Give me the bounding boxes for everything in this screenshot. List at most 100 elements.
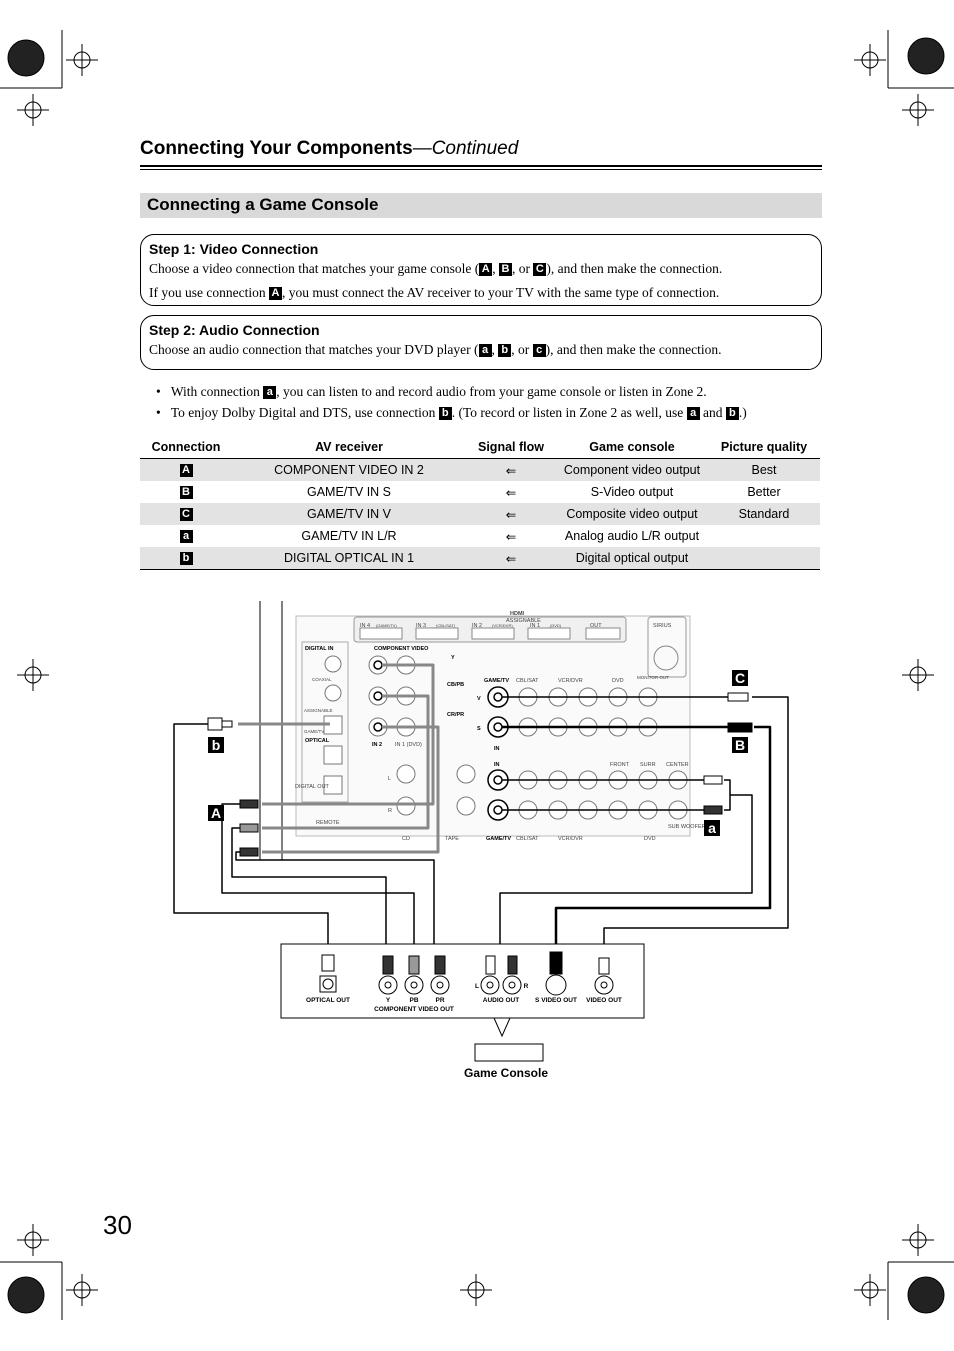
video-out-label: VIDEO OUT <box>586 997 622 1004</box>
hdmi-in2-sub: (VCR/DVR) <box>492 623 513 628</box>
s-label: S <box>477 726 481 732</box>
text: Choose a video connection that matches y… <box>149 261 480 276</box>
console-caption: Game Console <box>464 1066 548 1080</box>
table-row: b DIGITAL OPTICAL IN 1 ⇐ Digital optical… <box>140 547 820 570</box>
s-video-out-label: S VIDEO OUT <box>535 997 577 1004</box>
text: , <box>491 342 499 357</box>
cv-y-label: Y <box>386 997 391 1004</box>
text: , <box>492 261 500 276</box>
key-c: c <box>532 344 546 357</box>
optical-out-label: OPTICAL OUT <box>306 997 350 1004</box>
header-continued: —Continued <box>412 138 519 159</box>
connection-key: C <box>179 508 193 521</box>
connection-cell: A <box>140 458 232 481</box>
step1-line1: Choose a video connection that matches y… <box>149 261 722 277</box>
hdmi-in3-label: IN 3 <box>416 623 426 629</box>
hdmi-in1-sub: (DVD) <box>550 623 562 628</box>
text: With connection <box>170 384 264 399</box>
game-console-panel: OPTICAL OUT Y PB PR COMPONENT VIDEO OUT … <box>280 943 645 1080</box>
connection-table: Connection AV receiver Signal flow Game … <box>140 436 820 570</box>
key-a: a <box>686 407 700 420</box>
connection-key: B <box>179 486 193 499</box>
receiver-cell: DIGITAL OPTICAL IN 1 <box>232 547 466 570</box>
step2-line1: Choose an audio connection that matches … <box>149 342 721 358</box>
connection-cell: b <box>140 547 232 570</box>
column-header: Connection <box>140 436 232 459</box>
hdmi-in4-label: IN 4 <box>360 623 370 629</box>
cr-label: CR/PR <box>447 712 464 718</box>
header-title: Connecting Your Components <box>140 138 413 159</box>
signal-flow-cell: ⇐ <box>505 529 517 544</box>
tape-label: TAPE <box>445 836 459 842</box>
key-B: B <box>499 263 513 276</box>
receiver-cell: GAME/TV IN V <box>232 503 466 525</box>
component-video-out-label: COMPONENT VIDEO OUT <box>374 1006 454 1013</box>
dvd-bottom-label: DVD <box>644 836 656 842</box>
connection-key: A <box>179 464 193 477</box>
gametv-label: GAME/TV <box>484 678 509 684</box>
page-header: Connecting Your Components—Continued <box>140 138 518 160</box>
table-row: A COMPONENT VIDEO IN 2 ⇐ Component video… <box>140 458 820 481</box>
column-header: Picture quality <box>708 436 820 459</box>
hdmi-in3-sub: (CBL/SAT) <box>436 623 456 628</box>
text: and <box>699 405 726 420</box>
label-A: A <box>211 805 221 821</box>
label-C: C <box>735 670 745 686</box>
cables <box>173 663 789 962</box>
key-b: b <box>725 407 739 420</box>
text: , you must connect the AV receiver to yo… <box>281 285 720 300</box>
dvd-label: DVD <box>612 678 624 684</box>
key-a: a <box>263 386 277 399</box>
column-header: Signal flow <box>466 436 556 459</box>
column-header: AV receiver <box>232 436 466 459</box>
key-A: A <box>268 287 282 300</box>
cb-label: CB/PB <box>447 682 464 688</box>
quality-cell: Best <box>708 458 820 481</box>
connection-cell: B <box>140 481 232 503</box>
audio-l-label: L <box>475 983 479 990</box>
label-B: B <box>735 737 745 753</box>
connection-key: b <box>179 552 193 565</box>
signal-flow-cell: ⇐ <box>466 547 556 570</box>
quality-cell <box>708 547 820 570</box>
audio-r-label: R <box>524 983 529 990</box>
text: Choose an audio connection that matches … <box>149 342 479 357</box>
label-a: a <box>708 820 716 836</box>
cable-plugs <box>207 692 753 857</box>
step2-box: Step 2: Audio Connection Choose an audio… <box>140 315 822 370</box>
assignable-label: ASSIGNABLE <box>506 618 541 624</box>
console-cell: S-Video output <box>590 485 674 499</box>
table-header-row: Connection AV receiver Signal flow Game … <box>140 436 820 459</box>
in-label: IN <box>494 746 500 752</box>
key-A: A <box>479 263 493 276</box>
text: , or <box>511 342 533 357</box>
monitor-out-label: MONITOR OUT <box>637 675 669 680</box>
text: ), and then make the connection. <box>546 261 723 276</box>
label-b: b <box>212 737 221 753</box>
connection-cell: C <box>140 503 232 525</box>
sirius-label: SIRIUS <box>653 623 672 629</box>
in2-label: IN 2 <box>372 742 382 748</box>
key-b: b <box>498 344 512 357</box>
cblsat-label: CBL/SAT <box>516 678 539 684</box>
hdmi-in4-sub: (GAME/TV) <box>376 623 397 628</box>
text: ), and then make the connection. <box>545 342 722 357</box>
gametv-bottom-label: GAME/TV <box>486 836 511 842</box>
console-cell: Component video output <box>556 458 708 481</box>
key-C: C <box>533 263 547 276</box>
section-title: Connecting a Game Console <box>147 195 379 214</box>
page-number: 30 <box>103 1210 132 1240</box>
remote-label: REMOTE <box>316 820 340 826</box>
center-label: CENTER <box>666 762 689 768</box>
gametv-small-label: GAME/TV <box>304 729 324 734</box>
cv-pr-label: PR <box>435 997 444 1004</box>
text: .) <box>738 405 747 420</box>
section-heading: Connecting a Game Console <box>140 193 822 218</box>
receiver-cell: GAME/TV IN L/R <box>301 529 397 543</box>
step1-box: Step 1: Video Connection Choose a video … <box>140 234 822 306</box>
connected-jacks <box>373 660 509 821</box>
digital-out-label: DIGITAL OUT <box>295 784 330 790</box>
v-label: V <box>477 696 481 702</box>
